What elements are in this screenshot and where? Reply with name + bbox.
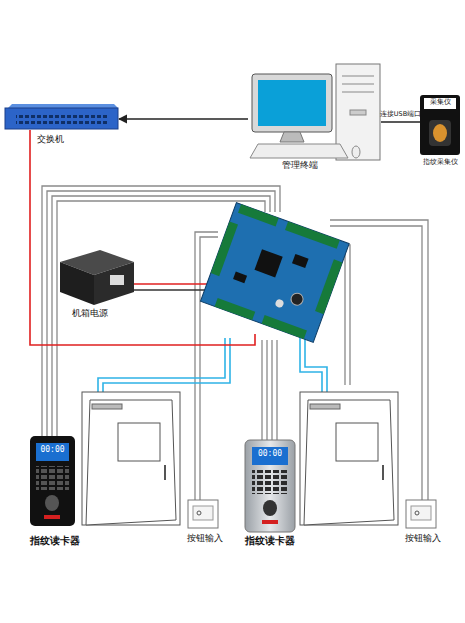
power-box [60,250,134,305]
power-wires [30,130,255,345]
fingerprint-reader [30,436,75,526]
network-switch [5,104,118,129]
display-text: 00:00 [37,446,68,455]
controller-board [200,203,349,343]
fingerprint-reader [245,440,295,532]
switch-node: 交换机 [5,104,119,150]
node-label: 按钮输入 [391,533,455,543]
node-label: 机箱电源 [55,308,125,318]
connector-line [381,121,420,122]
button-node: 按钮输入 [403,498,443,546]
terminal-node: 管理终端 [248,62,381,174]
node-label: 交换机 [10,134,90,144]
connector-line [119,118,248,119]
edge-label: 连接USB端口 [380,111,421,118]
door [82,392,180,525]
power-node: 机箱电源 [55,248,140,320]
display-text: 00:00 [252,450,288,459]
fingerprint-collector [420,95,460,155]
connector [381,122,420,123]
exit-button [406,500,436,528]
node-label: 按钮输入 [173,533,237,543]
node-label: 采集仪 [420,98,460,106]
node-label: 指纹采集仪 [412,158,465,166]
door [300,392,398,525]
computer [250,64,380,160]
node-label: 指纹读卡器 [15,535,95,547]
node-label: 指纹读卡器 [230,535,310,547]
node-label: 管理终端 [265,160,335,170]
collector-node: 采集仪指纹采集仪 [420,95,462,171]
connector [119,119,248,120]
exit-button [188,500,218,528]
button-node: 按钮输入 [185,498,225,546]
